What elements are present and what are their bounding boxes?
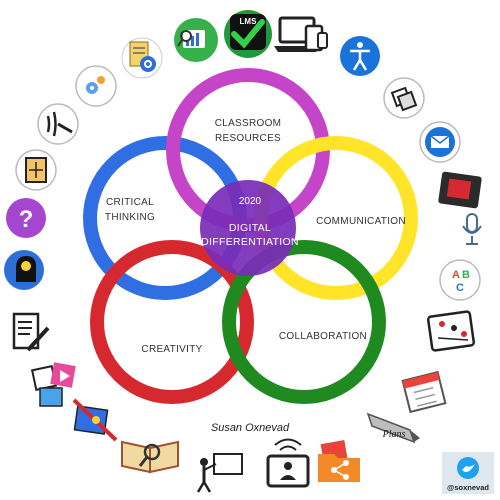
- notebook-icon: [15, 149, 57, 191]
- question-mark: ?: [19, 206, 34, 233]
- copy-icon: [383, 77, 425, 119]
- goals-clipboard-icon: [121, 37, 163, 79]
- ring-collaboration: [222, 240, 386, 404]
- document-pen-icon: [12, 312, 50, 352]
- lms-text: LMS: [240, 17, 258, 26]
- label-creativity: CREATIVITY: [141, 344, 202, 355]
- research-book-icon: [121, 440, 179, 474]
- question-icon: ?: [6, 198, 46, 238]
- label-classroom: CLASSROOM: [215, 118, 282, 129]
- gears-icon: [75, 65, 117, 107]
- analytics-icon: [174, 18, 218, 62]
- abc-letter-b: B: [462, 269, 470, 281]
- calendar-icon: [401, 370, 447, 414]
- label-communication: COMMUNICATION: [316, 216, 406, 227]
- accessibility-icon: [340, 36, 380, 76]
- label-critical: CRITICAL: [106, 197, 154, 208]
- abc-letter-c: C: [456, 282, 464, 294]
- media-collage-icon: [30, 362, 76, 407]
- video-call-icon: [266, 438, 310, 488]
- ring-creativity: [90, 240, 254, 404]
- label-resources: RESOURCES: [215, 133, 281, 144]
- presenter-icon: [196, 453, 243, 493]
- abc-icon: A B C: [439, 259, 481, 301]
- center-differentiation: DIFFERENTIATION: [201, 236, 299, 248]
- label-thinking: THINKING: [105, 212, 155, 223]
- microphone-icon: [462, 213, 482, 245]
- art-book-icon: [72, 398, 118, 442]
- twitter-badge[interactable]: @soxnevad: [442, 452, 494, 494]
- lms-checkmark-icon: LMS: [224, 10, 272, 58]
- plans-pencil-icon: Plans: [366, 412, 420, 444]
- twitter-handle: @soxnevad: [447, 483, 489, 492]
- devices-icon: [274, 16, 328, 52]
- author-credit: Susan Oxnevad: [211, 422, 290, 434]
- plans-text: Plans: [382, 429, 406, 440]
- center-disc: [200, 180, 296, 276]
- label-collaboration: COLLABORATION: [279, 331, 367, 342]
- idea-head-icon: [4, 250, 44, 290]
- sliders-panel-icon: [426, 310, 476, 352]
- email-icon: [419, 121, 461, 163]
- center-digital: DIGITAL: [229, 222, 271, 234]
- share-folder-icon: [318, 440, 360, 482]
- abc-letter-a: A: [452, 269, 460, 281]
- stylus-icon: [37, 103, 79, 145]
- record-icon: [438, 171, 482, 209]
- center-year: 2020: [239, 196, 262, 207]
